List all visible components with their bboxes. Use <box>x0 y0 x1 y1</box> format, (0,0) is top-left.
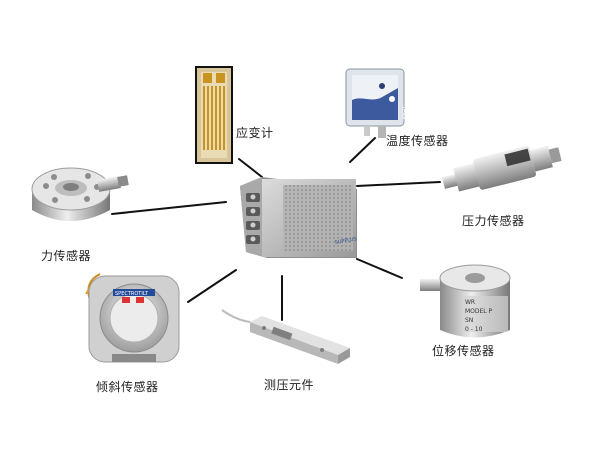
temperature-device-text: TEMP <box>400 105 406 120</box>
force-sensor-image <box>31 167 129 221</box>
hub-device: SUPPLUS <box>240 177 357 258</box>
connector-tilt <box>187 269 237 303</box>
displacement-device-text-2: MODEL P <box>465 308 493 315</box>
label-strain-gauge: 应变计 <box>236 126 274 140</box>
label-load-cell: 测压元件 <box>264 378 315 392</box>
displacement-sensor-image: WR MODEL P SN 0 - 10 <box>420 264 511 338</box>
strain-gauge-image <box>195 66 233 164</box>
load-cell-image <box>221 309 350 364</box>
label-displacement-sensor: 位移传感器 <box>432 344 495 358</box>
hub-brand-text: SUPPLUS <box>334 236 357 246</box>
connector-strain <box>238 158 263 178</box>
tilt-device-text: SPECTROTILT <box>115 291 149 297</box>
connector-lines <box>111 137 441 321</box>
displacement-device-text-4: 0 - 10 <box>465 326 483 333</box>
connector-displacement <box>356 258 403 279</box>
connector-pressure <box>356 181 441 187</box>
pressure-sensor-image <box>442 145 562 192</box>
tilt-sensor-image: SPECTROTILT <box>85 273 180 363</box>
temperature-sensor-image: TEMP <box>345 68 406 138</box>
displacement-device-text-3: SN <box>465 317 473 324</box>
label-tilt-sensor: 倾斜传感器 <box>96 380 159 394</box>
displacement-device-text-1: WR <box>465 299 475 306</box>
label-pressure-sensor: 压力传感器 <box>462 214 525 228</box>
connector-force <box>111 201 227 215</box>
connector-temp <box>349 137 376 163</box>
label-force-sensor: 力传感器 <box>41 249 92 263</box>
label-temperature-sensor: 温度传感器 <box>386 134 449 148</box>
